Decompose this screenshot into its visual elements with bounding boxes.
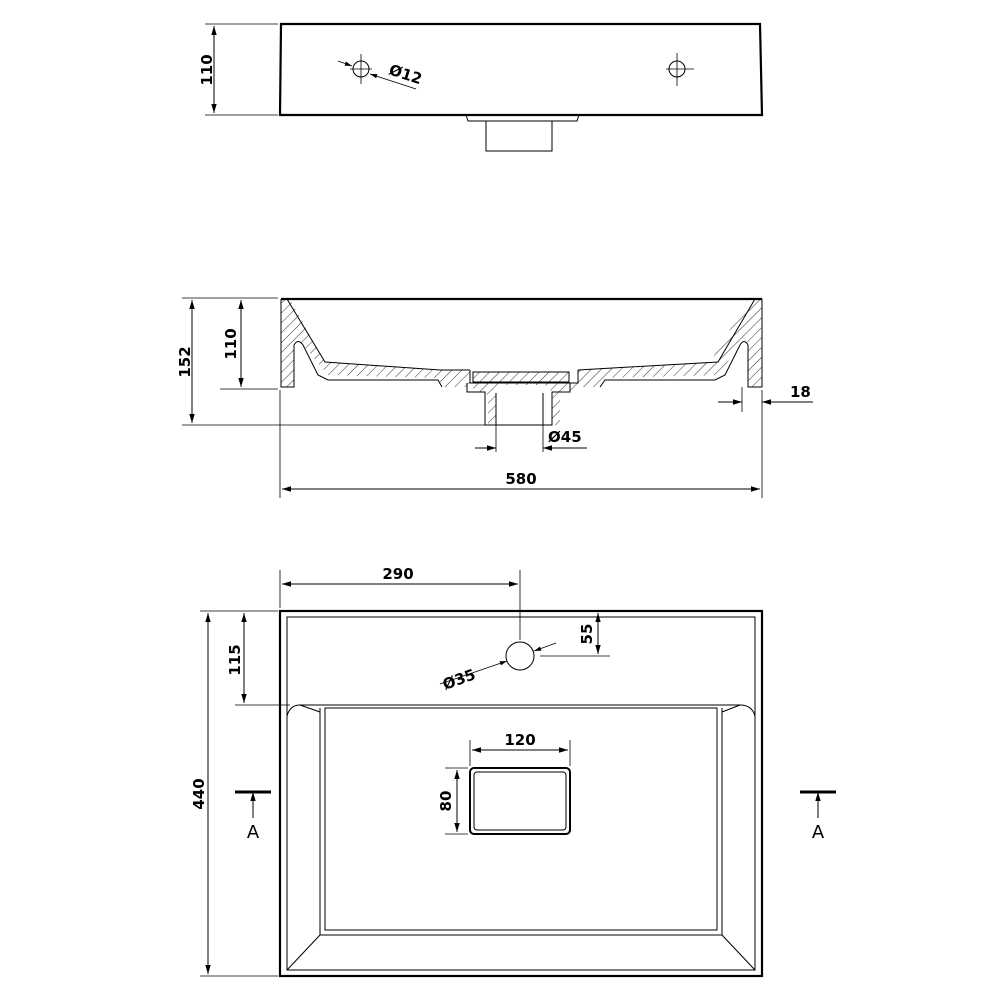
top-height-dim: 110	[198, 54, 216, 85]
wall-thickness-dim: 18	[790, 383, 811, 401]
svg-text:A: A	[247, 822, 260, 843]
drain-outlet	[469, 767, 571, 835]
faucet-offset-dim: 290	[382, 565, 413, 583]
depth-dim: 440	[190, 778, 208, 809]
top-view: 110 Ø12	[198, 22, 764, 152]
basin-outline	[278, 609, 764, 978]
svg-text:A: A	[812, 822, 825, 843]
drain-depth-dim: 80	[437, 791, 455, 812]
left-wall	[280, 298, 470, 388]
faucet-hole	[505, 641, 535, 671]
tap-hole-dim: Ø12	[387, 61, 425, 89]
drain-diameter-dim: Ø45	[548, 428, 582, 446]
deck-depth-dim: 115	[226, 644, 244, 675]
basin-side-outline	[278, 22, 764, 117]
drain-section	[466, 370, 579, 426]
total-height-dim: 152	[176, 346, 194, 377]
drain-outline	[465, 114, 580, 152]
faucet-hole-dim: Ø35	[440, 665, 478, 693]
drain-width-dim: 120	[504, 731, 535, 749]
basin-height-dim: 110	[222, 328, 240, 359]
section-marker-left: A	[235, 790, 271, 843]
plan-view: 290 55 Ø35 115 440 120 80 A A	[190, 565, 836, 978]
faucet-from-back-dim: 55	[578, 624, 596, 645]
right-wall	[577, 298, 763, 388]
section-marker-right: A	[800, 790, 836, 843]
section-view: 152 110 18 Ø45 580	[176, 297, 813, 498]
width-dim: 580	[505, 470, 536, 488]
section-hatch	[281, 299, 762, 425]
